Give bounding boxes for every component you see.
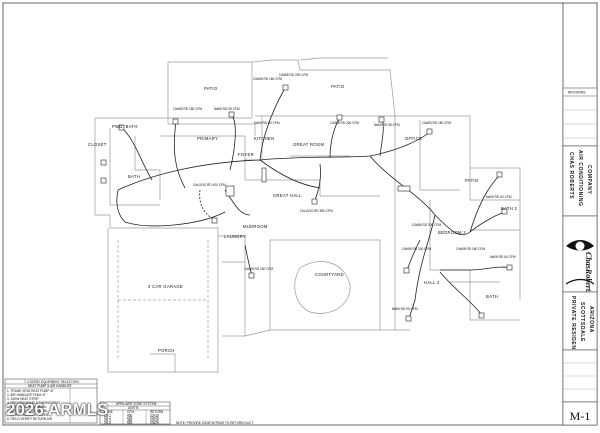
duct-callout: 10x8/8 RD 160 CFM — [253, 77, 282, 81]
room-label-primary: PRIMARY — [197, 136, 218, 141]
equipment-row: 4. PROGRAMMABLE THERMOSTAT — [7, 401, 60, 405]
zone-cell: ZN 3 — [104, 419, 111, 423]
duct-callout: 8x8/6 RD 95 CFM — [374, 123, 400, 127]
room-label-courtyard: COURTYARD — [315, 272, 344, 277]
zone-cell: 20x25 — [150, 416, 159, 420]
room-label-mudroom: MUDROOM — [243, 224, 268, 229]
room-labels: PATIO PATIO PWD. BATH PRIMARY CLOSET KIT… — [88, 84, 518, 353]
project-line: PRIVATE RESIDENCE — [570, 296, 576, 358]
zone-cell: 450 — [127, 414, 133, 418]
room-label-hall: HALL 2 — [424, 280, 440, 285]
equipment-row: 2. AIR HANDLER TEM4 4T — [7, 393, 46, 397]
duct-callout: 6x6/6 RD 60 CFM — [254, 121, 280, 125]
room-label-great-hall: GREAT HALL — [273, 193, 302, 198]
room-label-porch: PORCH — [158, 348, 175, 353]
zone-cell: 20x30 — [150, 414, 159, 418]
company-logo-text: ChasRoberts — [584, 252, 593, 294]
watermark: 2026 ARMLS — [6, 400, 109, 419]
title-block: REVISIONS CHAS ROBERTS AIR CONDITIONING … — [562, 3, 598, 426]
duct-callout: 10x10/10 RD 400 CFM — [193, 183, 226, 187]
sheet-number-box — [562, 401, 598, 426]
zone-table-subtitle: UNIT B — [128, 406, 138, 410]
room-label-bath-2: BATH 2 — [501, 206, 518, 211]
duct-callout: 12x8/8 RD 200 CFM — [330, 121, 359, 125]
duct-callout: 12x8/8 RD 200 CFM — [412, 223, 441, 227]
zone-cell: ZN 1 — [104, 414, 111, 418]
equipment-row: 5. ZONE CONTROL PANEL — [7, 405, 47, 409]
duct-callout: 12x10/10 RD 350 CFM — [300, 209, 333, 213]
project-box — [562, 291, 598, 351]
logo-emblem-center — [575, 241, 585, 251]
project-line: ARIZONA — [588, 306, 594, 333]
drawing-note: NOTE: PROVIDE ZONE BYPASS TO RETURN DUCT… — [176, 421, 254, 425]
room-label-patio-right: PATIO — [465, 178, 479, 183]
floor-plan-walls — [94, 57, 521, 373]
room-label-foyer: FOYER — [238, 152, 254, 157]
zone-table-header: RETURN — [150, 410, 164, 414]
equipment-selection-table: T-4 SEER2 EQUIPMENT SELECTION HEAT PUMP … — [4, 378, 98, 424]
equipment-row: 3. 10KW HEAT STRIP — [7, 397, 39, 401]
duct-callouts: 10x8/8 RD 160 CFM 10x8/8 RD 200 CFM 10x8… — [173, 73, 516, 311]
diffusers — [100, 84, 513, 322]
duct-callout: 8x8/6 RD 95 CFM — [214, 107, 240, 111]
revisions-box — [562, 87, 598, 147]
equipment-table-title: T-4 SEER2 EQUIPMENT SELECTION — [24, 380, 79, 384]
room-label-bath-bottom: BATH — [486, 294, 498, 299]
duct-callout: 6x6/6 RD 60 CFM — [490, 255, 516, 259]
zone-cell: ZN 4 — [104, 421, 111, 425]
room-label-garage: 3 CAR GARAGE — [148, 284, 183, 289]
room-label-kitchen: KITCHEN — [254, 136, 274, 141]
project-line: SCOTTSDALE — [579, 302, 585, 342]
duct-callout: 8x8/6 RD 95 CFM — [392, 307, 418, 311]
revisions-label: REVISIONS — [568, 91, 585, 95]
equipment-row: 7. VERIFY ALL DUCT SIZES — [7, 413, 48, 417]
duct-callout: 10x8/8 RD 200 CFM — [402, 247, 431, 251]
room-label-pwdr-bath: PWD. BATH — [112, 124, 138, 129]
zone-table-header: CFM — [127, 410, 134, 414]
sheet-border — [2, 2, 598, 426]
equipment-row: 1. TRANE XR16 HEAT PUMP 4T — [7, 389, 54, 393]
duct-callout: 10x8/8 RD 200 CFM — [279, 73, 308, 77]
duct-callout: 6x6/6 RD 60 CFM — [486, 195, 512, 199]
zone-cell: 625 — [127, 416, 133, 420]
room-label-patio-top-right: PATIO — [331, 84, 345, 89]
duct-callout: 10x8/8 RD 160 CFM — [244, 267, 273, 271]
zone-cell: ZN 2 — [104, 416, 111, 420]
zone-cell: 20x25 — [150, 421, 159, 425]
duct-callout: 10x8/8 RD 180 CFM — [422, 121, 451, 125]
zone-cell: 380 — [127, 419, 133, 423]
room-label-laundry: LAUNDRY — [224, 234, 246, 239]
equipment-row: 6. SEE SPECS FOR DETAIL — [7, 409, 48, 413]
room-label-bath-left: BATH — [128, 174, 140, 179]
zone-table-title: APRILAIRE ZONE SYSTEM — [116, 402, 157, 406]
equipment-row: 8. FIELD VERIFY RETURN AIR — [7, 417, 53, 421]
company-line: COMPANY — [586, 165, 592, 194]
room-label-bedroom-2: BEDROOM 2 — [438, 230, 466, 235]
room-label-patio-top-left: PATIO — [204, 86, 218, 91]
logo-swoosh-icon — [565, 278, 595, 285]
company-line: AIR CONDITIONING — [577, 150, 583, 207]
zone-system-table: APRILAIRE ZONE SYSTEM UNIT B ZONE CFM RE… — [99, 401, 171, 425]
zone-cell: 20x20 — [150, 419, 159, 423]
zone-cell: 545 — [127, 421, 133, 425]
room-label-closet: CLOSET — [88, 142, 107, 147]
room-label-office: OFFICE — [405, 136, 422, 141]
sheet-number: M-1 — [570, 409, 591, 423]
room-label-great-room: GREAT ROOM — [293, 142, 324, 147]
duct-callout: 10x8/8 RD 180 CFM — [173, 107, 202, 111]
duct-callout: 10x8/8 RD 160 CFM — [456, 247, 485, 251]
zone-table-header: ZONE — [104, 410, 113, 414]
company-line: CHAS ROBERTS — [568, 152, 574, 199]
equipment-table-subtitle: HEAT PUMP & AIR HANDLER — [28, 384, 72, 388]
